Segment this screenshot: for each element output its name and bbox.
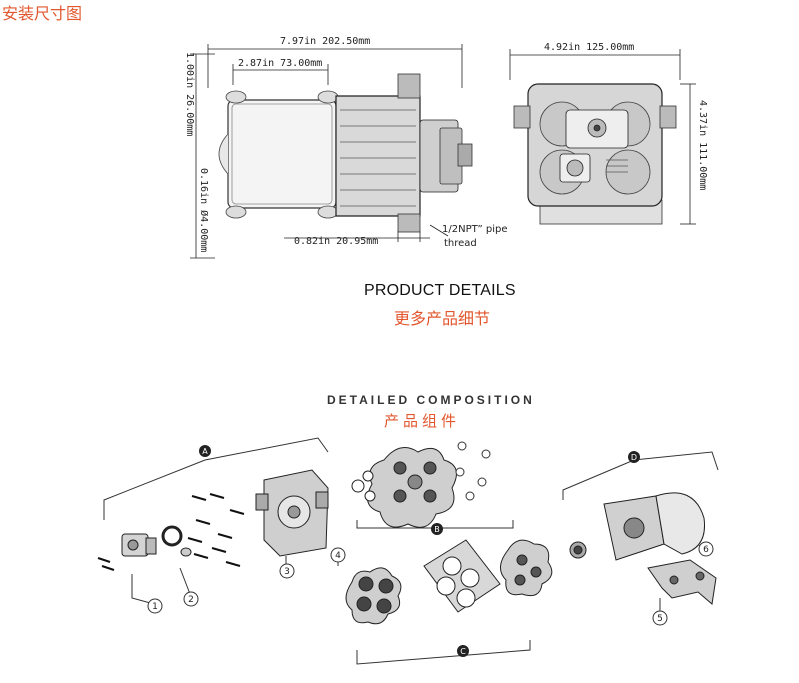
dim-overall-length: 7.97in 202.50mm — [280, 36, 371, 47]
part-3-label: 3 — [284, 567, 290, 577]
group-d-badge: D — [628, 451, 640, 463]
composition-subheading: 产品组件 — [384, 413, 461, 430]
product-details-subheading: 更多产品细节 — [394, 311, 491, 328]
dim-port-offset: 0.82in 20.95mm — [294, 236, 379, 247]
group-d-shape — [569, 492, 717, 605]
group-c-label: C — [460, 647, 466, 656]
part-2-label: 2 — [188, 595, 194, 605]
part-4-label: 4 — [335, 551, 341, 561]
group-c-shape — [423, 539, 553, 613]
pipe-thread-note-line1: 1/2NPT” pipe — [442, 224, 508, 235]
install-diagram-title: 安装尺寸图 — [2, 6, 83, 23]
product-details-heading: PRODUCT DETAILS — [364, 282, 516, 299]
dim-end-height: 4.37in 111.00mm — [697, 100, 708, 191]
part-4-shape — [345, 567, 402, 625]
part-5-label: 5 — [657, 614, 663, 624]
part-1-label: 1 — [152, 602, 158, 612]
dim-end-width: 4.92in 125.00mm — [544, 42, 635, 53]
part-3-shape — [255, 469, 329, 557]
part-1-shape — [121, 533, 157, 557]
part-6-label: 6 — [703, 545, 709, 555]
part-2-shape — [161, 525, 183, 547]
group-a-badge: A — [199, 445, 211, 457]
group-c-badge: C — [457, 645, 469, 657]
dim-mount-spacing: 2.87in 73.00mm — [238, 58, 323, 69]
group-d-label: D — [631, 453, 637, 462]
group-b-label: B — [434, 525, 440, 534]
pipe-thread-note-line2: thread — [444, 238, 477, 249]
group-b-shape — [351, 447, 457, 528]
dim-height: 1.00in 26.00mm — [184, 52, 195, 137]
group-a-label: A — [202, 447, 208, 456]
group-b-badge: B — [431, 523, 443, 535]
composition-heading: DETAILED COMPOSITION — [327, 393, 535, 407]
dim-hole-diameter: 0.16in Ø4.00mm — [198, 168, 209, 253]
